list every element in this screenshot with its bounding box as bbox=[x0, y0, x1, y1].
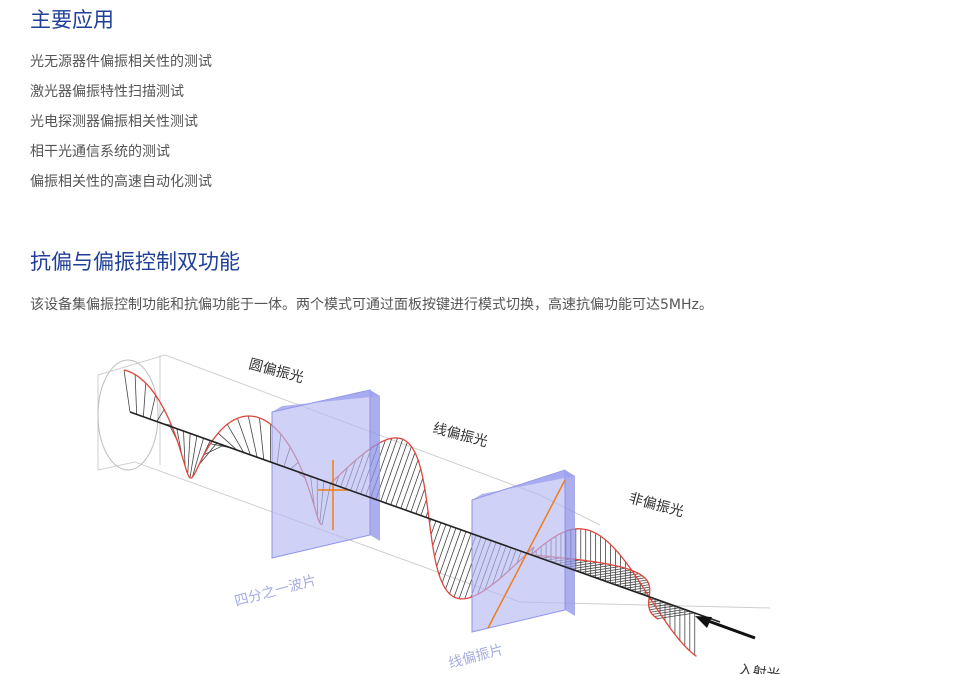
linear-vector-line bbox=[420, 499, 427, 516]
quarter-wave-plate bbox=[271, 389, 380, 559]
list-item: 光无源器件偏振相关性的测试 bbox=[30, 54, 212, 70]
linear-vector-line bbox=[380, 439, 404, 502]
circular-vector-line bbox=[259, 417, 265, 460]
circular-vector-line bbox=[156, 409, 165, 422]
label-circular-polarized: 圆偏振光 bbox=[247, 356, 305, 386]
section-title-applications: 主要应用 bbox=[30, 8, 114, 32]
unpolarized-vector-line bbox=[620, 581, 649, 587]
unpolarized-vector-line bbox=[650, 607, 680, 613]
linear-vector-line bbox=[405, 468, 422, 511]
unpolarized-vector-line bbox=[570, 563, 606, 570]
linear-vector-line bbox=[445, 531, 467, 590]
linear-vector-line bbox=[395, 452, 416, 507]
unpolarized-vector-line bbox=[648, 603, 671, 608]
circular-vector-line bbox=[183, 431, 186, 467]
label-unpolarized: 非偏振光 bbox=[627, 490, 685, 520]
circular-vector-line bbox=[198, 442, 218, 466]
circle-end-outline bbox=[97, 359, 159, 471]
circular-vector-line bbox=[191, 438, 204, 478]
linear-vector-line bbox=[430, 520, 437, 535]
circular-vector-line bbox=[187, 433, 191, 475]
label-incident-light: 入射光 bbox=[737, 662, 781, 674]
linear-vector-line bbox=[436, 526, 452, 567]
circular-vector-line bbox=[142, 383, 147, 417]
linear-vector-line bbox=[432, 522, 442, 546]
linear-vector-line bbox=[390, 446, 412, 505]
polarizer-plate-edge bbox=[565, 470, 575, 616]
polarizer-plate-top bbox=[472, 470, 575, 500]
linear-vector-line bbox=[434, 524, 447, 557]
list-item: 相干光通信系统的测试 bbox=[30, 144, 170, 160]
linear-vector-line bbox=[400, 459, 419, 509]
unpolarized-vector-line bbox=[649, 605, 675, 611]
quarter-wave-plate-top bbox=[272, 390, 380, 412]
section-description: 该设备集偏振控制功能和抗偏功能于一体。两个模式可通过面板按键进行模式切换，高速抗… bbox=[30, 297, 713, 313]
linear-vector-line bbox=[441, 529, 462, 583]
linear-vector-line bbox=[410, 477, 424, 513]
list-item: 偏振相关性的高速自动化测试 bbox=[30, 174, 212, 190]
circular-vector-line bbox=[247, 415, 258, 458]
applications-list: 光无源器件偏振相关性的测试 激光器偏振特性扫描测试 光电探测器偏振相关性测试 相… bbox=[30, 52, 212, 202]
unpolarized-vector-line bbox=[575, 564, 613, 572]
unpolarized-vector-line bbox=[610, 577, 645, 584]
unpolarized-vector-line bbox=[648, 602, 666, 606]
list-item: 激光器偏振特性扫描测试 bbox=[30, 84, 184, 100]
unpolarized-wave-curve bbox=[531, 554, 659, 620]
linear-vector-line bbox=[415, 488, 426, 514]
incident-arrow-head bbox=[695, 616, 712, 628]
circular-vector-line bbox=[134, 374, 138, 415]
circular-vector-line bbox=[226, 424, 245, 453]
circular-vector-line bbox=[237, 418, 251, 455]
unpolarized-vector-line bbox=[648, 600, 661, 603]
unpolarized-vector-line bbox=[652, 609, 685, 615]
linear-vector-line bbox=[449, 533, 472, 594]
polarizer-plate bbox=[471, 469, 575, 633]
circular-vector-line bbox=[189, 435, 198, 478]
circular-vector-line bbox=[217, 432, 238, 451]
polarization-diagram: 圆偏振光 线偏振光 非偏振光 四分之一波片 线偏振片 入射光 bbox=[97, 354, 781, 674]
propagation-axis bbox=[129, 411, 721, 623]
linear-vector-line bbox=[438, 527, 457, 576]
label-linear-polarizer: 线偏振片 bbox=[447, 642, 505, 672]
circular-vector-line bbox=[123, 369, 131, 413]
transmission-axis-line bbox=[487, 479, 566, 629]
unpolarized-vector-line bbox=[635, 589, 650, 593]
linear-vector-line bbox=[385, 442, 408, 504]
unpolarized-vector-line bbox=[654, 610, 690, 617]
circular-vector-line bbox=[203, 444, 224, 456]
unpolarized-vector-line bbox=[600, 573, 640, 580]
unpolarized-vector-line bbox=[580, 566, 620, 573]
section-title-dual-function: 抗偏与偏振控制双功能 bbox=[30, 250, 240, 274]
circular-vector-line bbox=[149, 395, 156, 420]
list-item: 光电探测器偏振相关性测试 bbox=[30, 114, 198, 130]
quarter-wave-plate-edge bbox=[370, 390, 380, 541]
unpolarized-vector-line bbox=[625, 584, 650, 589]
wave-layer bbox=[123, 369, 697, 657]
label-quarter-wave-plate: 四分之一波片 bbox=[233, 573, 318, 610]
quarter-wave-plate-face bbox=[271, 389, 371, 559]
label-linear-polarized: 线偏振光 bbox=[431, 420, 489, 450]
box-outline bbox=[97, 354, 771, 609]
